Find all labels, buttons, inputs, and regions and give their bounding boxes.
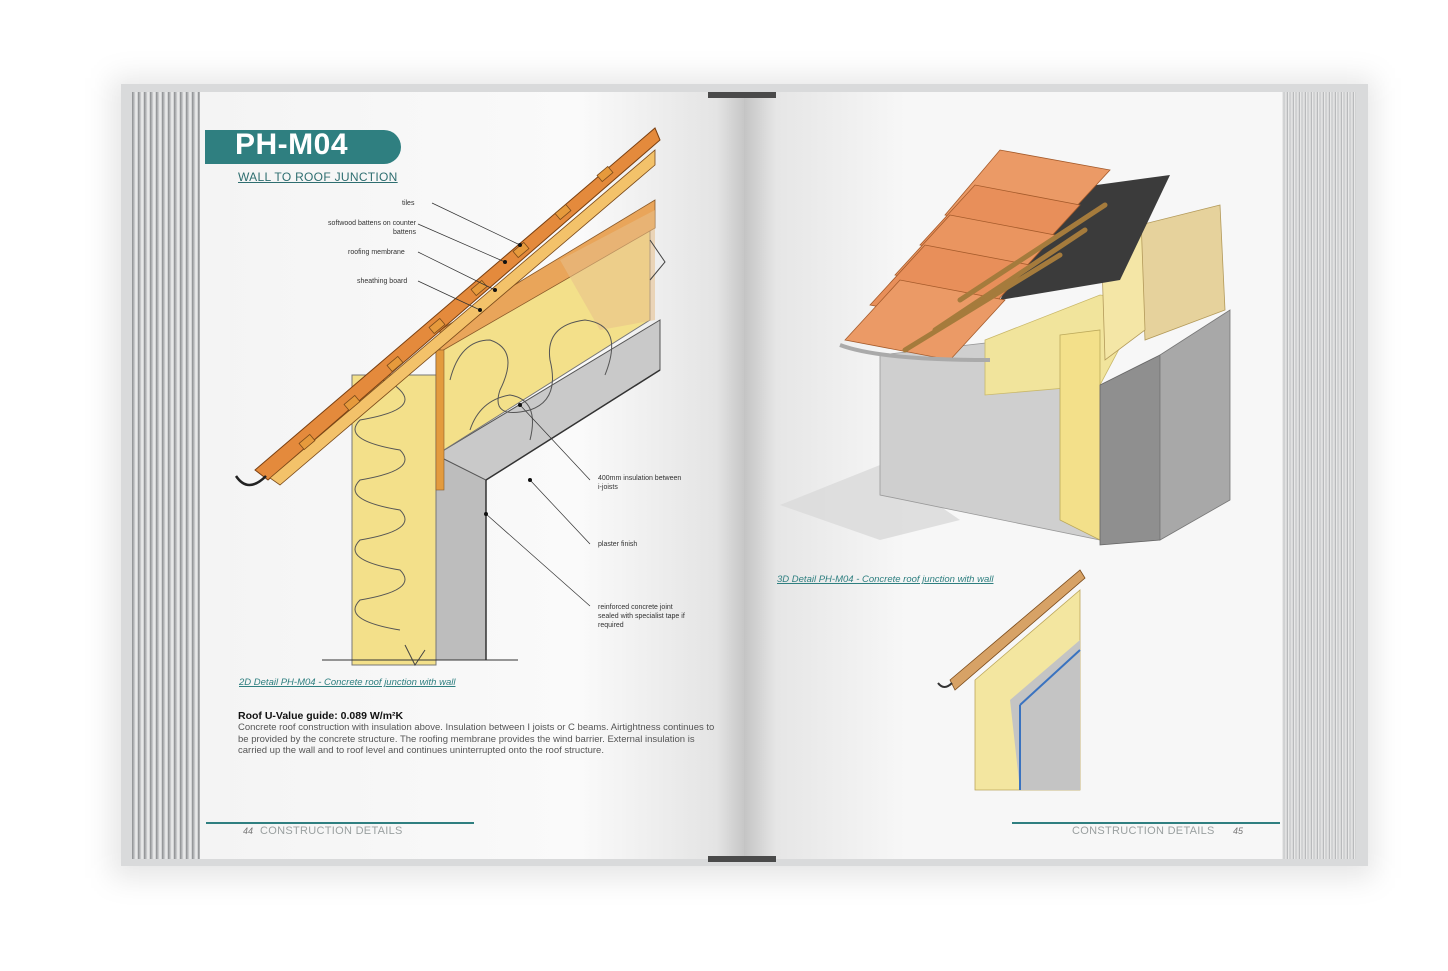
detail-tag [205,130,401,164]
callout-insulation-line1: 400mm insulation between [598,475,682,482]
callout-membrane: roofing membrane [348,249,405,256]
callout-battens-line2: battens [393,229,416,236]
page-edges-right [1282,92,1356,859]
callout-concrete-line3: required [598,622,624,629]
page-edges-left [132,92,202,859]
caption-2d: 2D Detail PH-M04 - Concrete roof junctio… [239,677,456,688]
footer-rule-right [1012,822,1280,824]
u-value-guide: Roof U-Value guide: 0.089 W/m²K [238,710,404,722]
caption-3d: 3D Detail PH-M04 - Concrete roof junctio… [777,574,994,585]
callout-concrete: reinforced concrete joint sealed with sp… [598,603,685,630]
callout-concrete-line2: sealed with specialist tape if [598,613,685,620]
detail-description: Concrete roof construction with insulati… [238,722,715,756]
footer-title-left: CONSTRUCTION DETAILS [260,825,403,837]
callout-battens: softwood battens on counter battens [312,219,416,237]
spine-bottom [708,856,776,862]
footer-title-right: CONSTRUCTION DETAILS [1072,825,1215,837]
gutter [234,475,267,487]
callout-concrete-line1: reinforced concrete joint [598,604,673,611]
footer-rule-left [206,822,474,824]
callout-sheathing: sheathing board [357,278,408,285]
roof-tile-rows [844,149,1111,361]
callout-insulation: 400mm insulation between i-joists [598,474,681,492]
mini-concrete [1010,640,1080,790]
page-number-left: 44 [243,826,254,836]
page-number-right: 45 [1233,826,1244,836]
concrete-column [1099,354,1161,546]
callout-battens-line1: softwood battens on counter [328,220,416,227]
callout-insulation-line2: i-joists [598,484,618,491]
callout-plaster: plaster finish [598,541,638,548]
callout-tiles: tiles [402,200,415,207]
detail-code: PH-M04 [235,128,349,161]
roof-void [560,210,655,330]
wall-insulation [351,374,437,666]
spine-top [708,92,776,98]
detail-subtitle: WALL TO ROOF JUNCTION [238,170,398,184]
